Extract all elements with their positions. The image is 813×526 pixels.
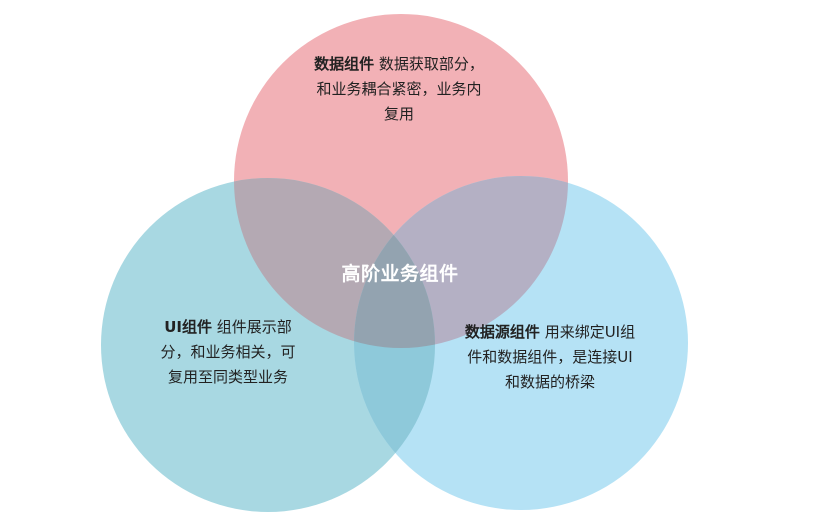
data-component-description: 数据组件 数据获取部分， 和业务耦合紧密，业务内 复用 [283,52,515,127]
ui-component-line-2: 分，和业务相关，可 [160,343,296,361]
datasource-component-line-2: 件和数据组件，是连接UI [467,348,633,366]
datasource-component-title: 数据源组件 [464,323,540,341]
ui-component-title: UI组件 [164,318,212,336]
ui-component-description: UI组件 组件展示部 分，和业务相关，可 复用至同类型业务 [128,315,328,390]
center-label: 高阶业务组件 [341,263,459,285]
data-component-line-2: 和业务耦合紧密，业务内 [316,80,482,98]
datasource-component-line-3: 和数据的桥梁 [504,373,595,391]
data-component-title: 数据组件 [314,55,375,73]
data-component-line-1: 数据获取部分， [378,55,484,73]
datasource-component-line-1: 用来绑定UI组 [544,323,636,341]
datasource-component-description: 数据源组件 用来绑定UI组 件和数据组件，是连接UI 和数据的桥梁 [438,320,662,395]
data-component-line-3: 复用 [383,105,414,123]
ui-component-line-3: 复用至同类型业务 [167,368,288,386]
ui-component-line-1: 组件展示部 [216,318,292,336]
